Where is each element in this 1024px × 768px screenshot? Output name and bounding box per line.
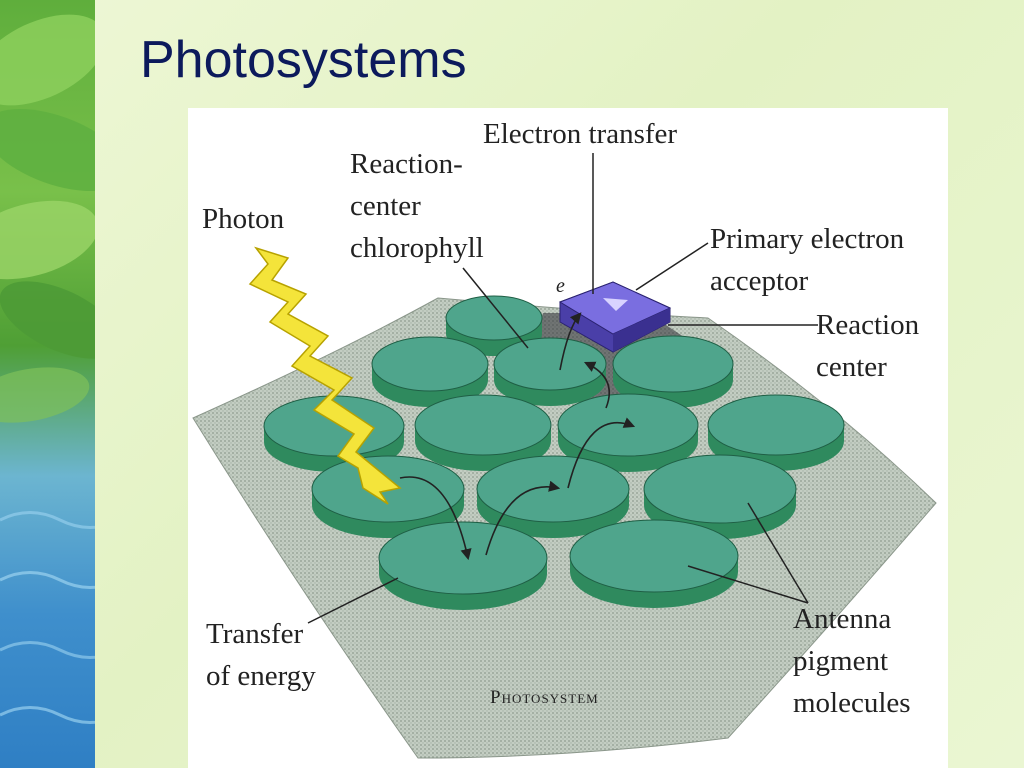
antenna-pigment-leader [687,565,809,604]
pigment-disk [371,336,489,407]
label-photon: Photon [202,203,285,235]
energy-transfer-arrow [567,417,636,489]
energy-transfer-arrow [583,361,611,409]
antenna-pigment-leader [747,502,809,604]
reaction-center-chlorophyll-leader [462,267,529,349]
label-primary-electron-acceptor: Primary electron acceptor [710,223,911,297]
diagram-canvas: Electron transfer Reaction- center chlor… [192,118,937,759]
electron-transfer-arrow [559,312,582,371]
label-electron-transfer: Electron transfer [483,118,677,150]
primary-electron-acceptor-block [558,281,672,353]
pigment-disk [378,521,548,610]
leaf-background-strip [0,0,95,768]
pigment-disk [612,335,734,408]
photon-lightning-bolt [248,246,402,505]
label-transfer-of-energy: Transfer of energy [206,618,316,692]
pigment-disk-group [263,295,845,610]
label-electron-symbol: e [556,275,565,297]
slide-title: Photosystems [140,31,467,89]
primary-electron-acceptor-leader [635,242,709,291]
leaf-decoration [0,14,95,724]
pigment-disk [569,519,739,608]
label-reaction-center: Reaction center [816,309,926,383]
reaction-center-chlorophyll-disk [493,337,607,406]
label-reaction-center-chlorophyll: Reaction- center chlorophyll [350,148,484,264]
energy-transfer-arrow [485,480,561,556]
label-antenna-pigment-molecules: Antenna pigment molecules [793,603,911,719]
label-photosystem: Photosystem [490,687,599,708]
energy-transfer-arrow [399,476,472,561]
photosystem-diagram: Electron transfer Reaction- center chlor… [188,108,948,768]
transfer-of-energy-leader [307,577,399,624]
pigment-disk [414,394,552,471]
